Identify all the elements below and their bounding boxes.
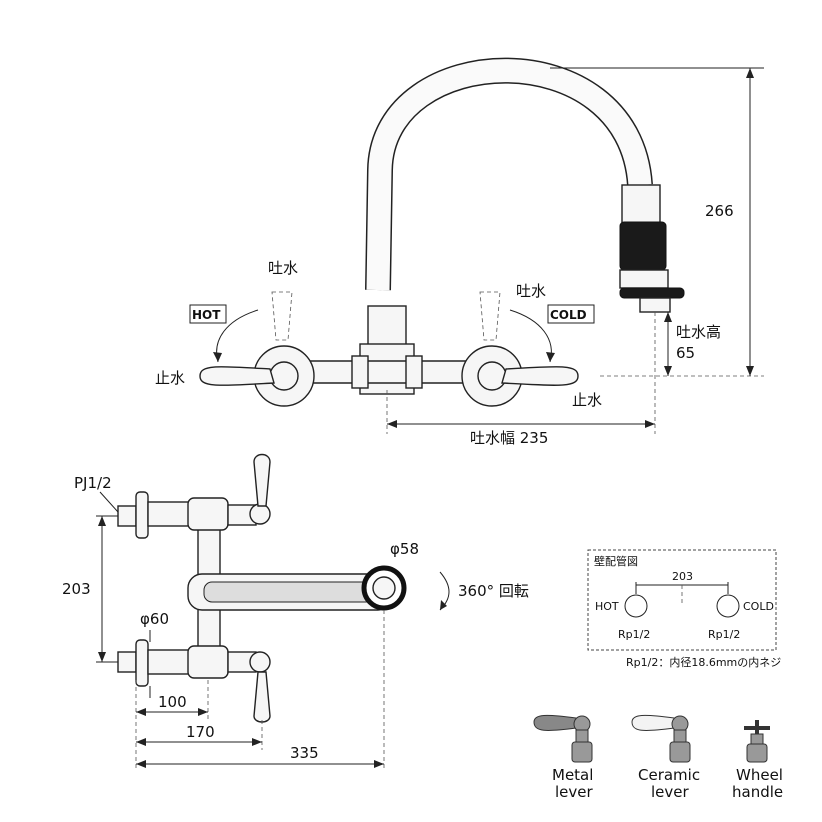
spout-band: [619, 221, 667, 271]
cold-badge: [547, 304, 595, 324]
handle-option-metal: Metal lever: [533, 714, 594, 801]
inlet-hot-circle: [624, 594, 648, 618]
dim-height: 266: [705, 202, 734, 220]
wall-piping-title: 壁配管図: [594, 554, 638, 568]
label-cold: COLD: [550, 308, 587, 322]
label-spout-left: 吐水: [268, 259, 298, 277]
wall-hot: HOT: [595, 600, 619, 613]
spout-tip-ring: [619, 287, 685, 299]
ghost-lever-right: [479, 291, 501, 341]
rotate-arrow-right: [509, 309, 552, 363]
dim-170: 170: [186, 723, 215, 741]
handle-metal-line1: Metal: [552, 766, 593, 784]
dim-100: 100: [158, 693, 187, 711]
handle-option-ceramic: Ceramic lever: [631, 714, 700, 801]
label-spout-right: 吐水: [516, 282, 546, 300]
hot-badge: [189, 304, 227, 324]
label-thread: PJ1/2: [74, 474, 112, 492]
dim-spout-height-label: 吐水高: [676, 323, 721, 341]
dim-spout-width: 吐水幅 235: [470, 429, 548, 447]
wall-rp-right: Rp1/2: [708, 628, 740, 641]
ghost-lever-left: [271, 291, 293, 341]
label-stop-left: 止水: [155, 369, 185, 387]
top-view: PJ1/2 203 φ60 φ58 360° 回転 100 170 335: [62, 453, 529, 770]
dim-flange: φ60: [140, 610, 169, 628]
dim-spout-height-value: 65: [676, 344, 695, 362]
inlet-cold-circle: [716, 594, 740, 618]
wall-piping-box: 壁配管図 203 HOT COLD Rp1/2 Rp1/2: [587, 549, 777, 651]
top-lever-lower[interactable]: [253, 671, 271, 723]
faucet-body: [289, 360, 491, 384]
flange-upper: [135, 491, 149, 539]
wall-rp-left: Rp1/2: [618, 628, 650, 641]
handle-wheel-line1: Wheel: [736, 766, 783, 784]
flange-lower: [135, 639, 149, 687]
top-lever-upper[interactable]: [253, 453, 271, 507]
label-rotation: 360° 回転: [458, 582, 529, 600]
lever-left[interactable]: [199, 366, 275, 386]
handle-metal-line2: lever: [555, 783, 594, 801]
handle-ceramic-line1: Ceramic: [638, 766, 700, 784]
handle-wheel-line2: handle: [732, 783, 783, 801]
handle-ceramic-line2: lever: [651, 783, 690, 801]
label-stop-right: 止水: [572, 391, 602, 409]
front-view: 吐水 吐水 HOT COLD 止水 止水 266 吐水高 65 吐水幅 235: [155, 57, 764, 447]
spout-base: [367, 305, 407, 347]
wall-cold: COLD: [743, 600, 774, 613]
label-hot: HOT: [192, 308, 221, 322]
spout-head: [621, 184, 661, 226]
wall-piping-spacing: 203: [672, 570, 693, 583]
handle-option-wheel: Wheel handle: [732, 720, 783, 801]
dim-335: 335: [290, 744, 319, 762]
wall-piping-note: Rp1/2：内径18.6mmの内ネジ: [626, 655, 781, 669]
dim-spout-dia: φ58: [390, 540, 419, 558]
lever-right[interactable]: [501, 366, 579, 386]
dim-center: 203: [62, 580, 91, 598]
